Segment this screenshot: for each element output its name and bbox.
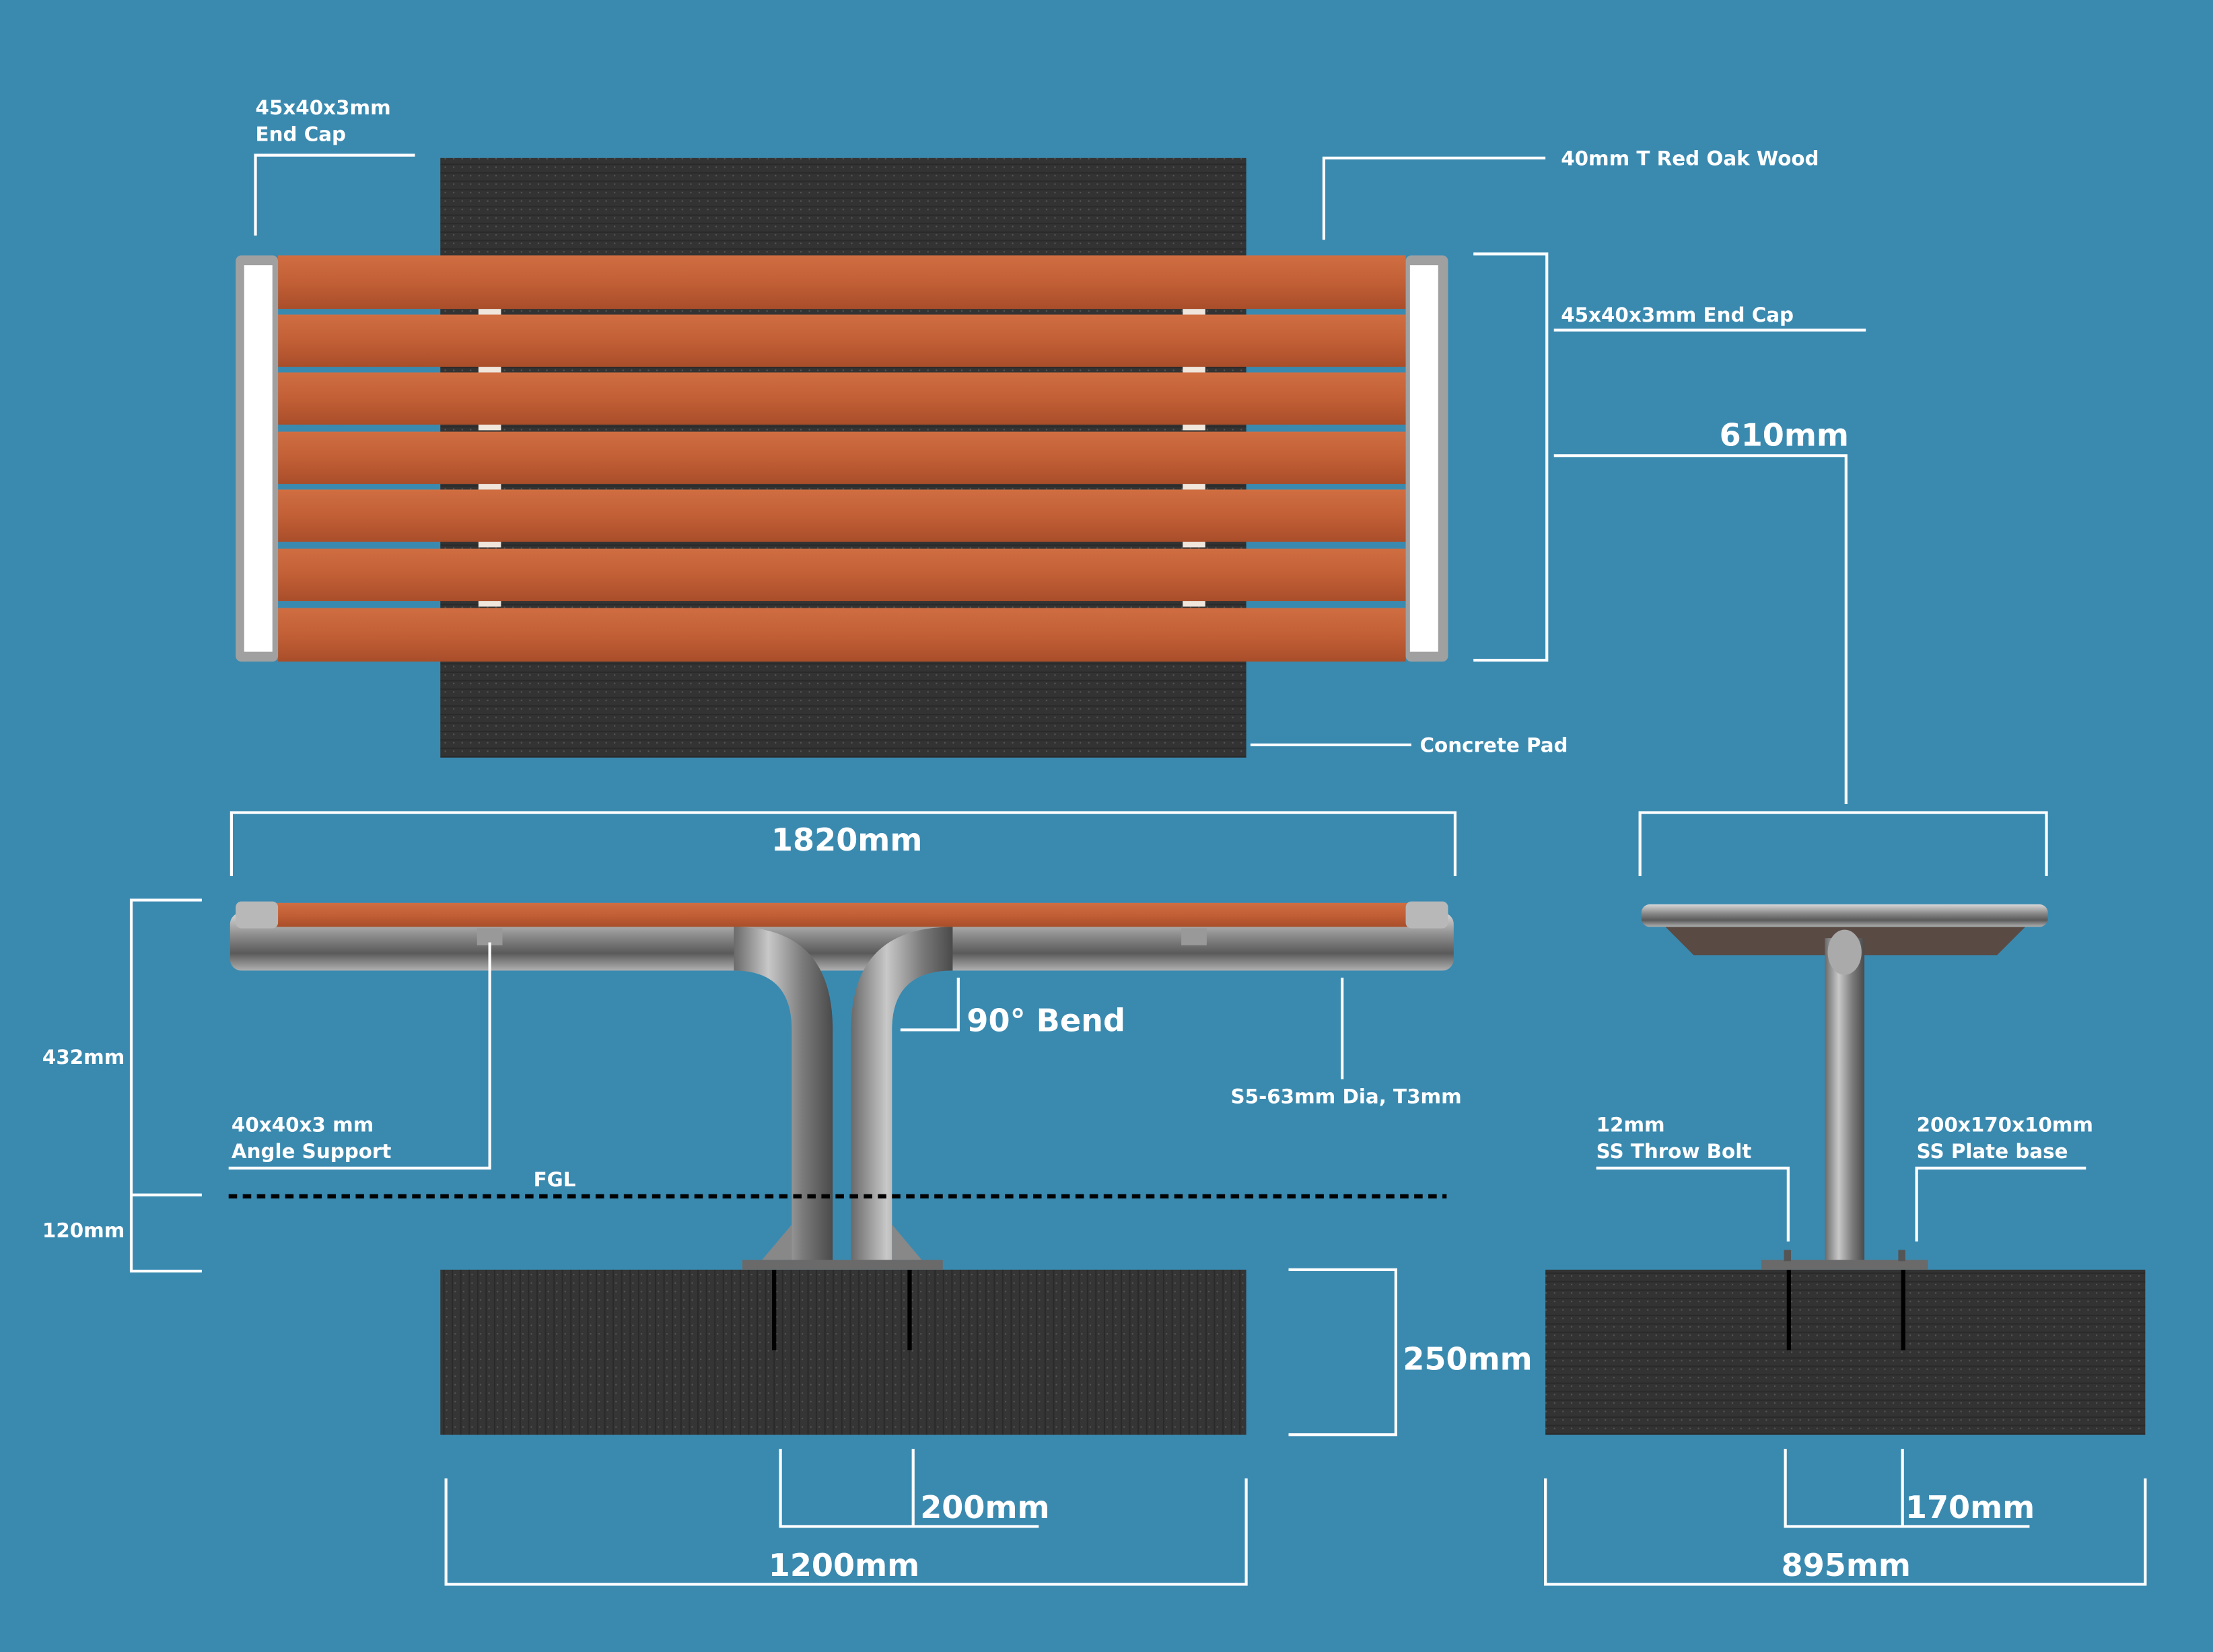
base-plate-side	[1761, 1260, 1928, 1270]
angle-support-marks	[478, 309, 1205, 607]
wood-slat	[278, 255, 1406, 310]
post	[1825, 938, 1865, 1263]
plate-label-line1: 200x170x10mm	[1917, 1113, 2093, 1136]
seat-end-cap-right	[1405, 901, 1448, 929]
side-view: 12mm SS Throw Bolt 200x170x10mm SS Plate…	[1544, 811, 2147, 1586]
depth-dim-bracket	[1638, 811, 2048, 876]
bend-label: 90° Bend	[967, 1003, 1125, 1039]
angle-support-leader	[228, 942, 491, 1170]
footing-length-dim: 1200mm	[769, 1547, 919, 1583]
wood-slat	[278, 431, 1406, 484]
angle-support-label-line1: 40x40x3 mm	[232, 1113, 374, 1136]
depth-dim-line	[1553, 454, 1848, 805]
tube-label: S5-63mm Dia, T3mm	[1231, 1085, 1462, 1108]
end-cap-left-face	[244, 265, 273, 652]
bolt-spacing-dim: 200mm	[920, 1489, 1049, 1525]
fgl-label: FGL	[534, 1168, 576, 1191]
wood-slat	[278, 314, 1406, 367]
below-ground-dim: 120mm	[42, 1219, 125, 1242]
concrete-footing-front	[440, 1269, 1246, 1435]
end-cap-right-face	[1409, 265, 1438, 652]
footing-width-dim: 895mm	[1782, 1547, 1911, 1583]
wood-slat	[278, 489, 1406, 542]
side-bolt-spacing-dim-line	[1784, 1449, 2030, 1528]
footing-depth-dim-line	[1288, 1268, 1397, 1437]
angle-support	[1181, 928, 1207, 945]
bolt-label-line1: 12mm	[1596, 1113, 1665, 1136]
end-cap-right-bracket	[1473, 252, 1549, 662]
height-dim: 432mm	[42, 1046, 125, 1069]
length-dim-line	[230, 811, 1457, 876]
plate-leader	[1915, 1166, 2086, 1242]
seat-top-wood	[275, 902, 1407, 927]
side-bolt-spacing-dim: 170mm	[1905, 1489, 2035, 1525]
bolt-head	[1898, 1250, 1905, 1262]
depth-dim: 610mm	[1720, 417, 1849, 453]
gusset	[762, 1224, 922, 1260]
bolt-leader	[1596, 1166, 1790, 1242]
bend-leader	[900, 977, 960, 1032]
frame-tube	[230, 912, 1454, 971]
anchor-bolt	[907, 1269, 912, 1351]
bolt-head	[1784, 1250, 1792, 1262]
base-plate	[742, 1260, 943, 1270]
end-cap-leader	[254, 153, 415, 236]
bolt-spacing-dim-line	[779, 1449, 1039, 1528]
end-cap-label-line1: 45x40x3mm	[256, 96, 391, 119]
top-view: 45x40x3mm End Cap 40mm T Red Oak Wood 45…	[236, 96, 1866, 805]
seat-end-cap-left	[236, 901, 279, 929]
seat-side	[1641, 904, 2048, 927]
end-cap-right-label: 45x40x3mm End Cap	[1561, 303, 1794, 326]
plate-label-line2: SS Plate base	[1917, 1140, 2068, 1163]
concrete-label: Concrete Pad	[1420, 733, 1568, 756]
footing-depth-dim: 250mm	[1403, 1341, 1532, 1377]
anchor-bolt	[1786, 1269, 1792, 1351]
bolt-label-line2: SS Throw Bolt	[1596, 1140, 1752, 1163]
angle-support-label-line2: Angle Support	[232, 1140, 392, 1163]
leg-bend-right	[851, 927, 953, 1263]
wood-slats	[278, 255, 1406, 662]
post-bend	[1827, 929, 1862, 975]
footing-width-dim-line	[1544, 1478, 2147, 1586]
anchor-bolt	[772, 1269, 777, 1351]
end-cap-label-line2: End Cap	[256, 123, 347, 146]
footing-length-dim-line	[444, 1478, 1248, 1586]
anchor-bolt	[1901, 1269, 1905, 1351]
height-dim-line	[129, 898, 202, 1273]
wood-leader	[1322, 156, 1546, 240]
wood-slat	[278, 608, 1406, 662]
concrete-footing-side	[1545, 1269, 2146, 1435]
wood-slat	[278, 372, 1406, 425]
wood-slat	[278, 548, 1406, 602]
wood-label: 40mm T Red Oak Wood	[1561, 147, 1819, 170]
length-dim: 1820mm	[771, 822, 922, 858]
leg-bend-left	[734, 927, 833, 1263]
front-view: 1820mm 432mm 120mm FGL 40x40x3 mm Angle …	[42, 811, 1533, 1586]
